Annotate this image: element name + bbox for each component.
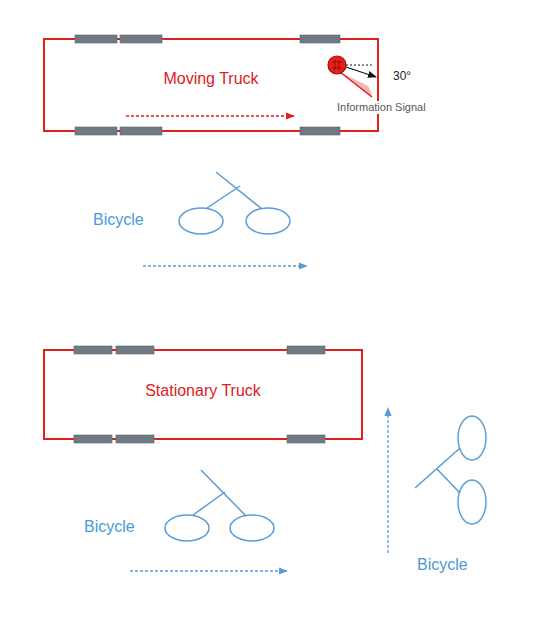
reference-line (346, 65, 372, 66)
truck-name: Stationary Truck (145, 382, 261, 400)
truck-wheel (287, 435, 325, 443)
truck-wheel (120, 127, 162, 135)
bicycle-frame (207, 186, 240, 208)
bicycle-wheel (165, 515, 209, 541)
motion-arrow (126, 115, 294, 116)
signal-light (328, 56, 346, 74)
signal-light-grid (332, 60, 342, 70)
bicycle-wheel (230, 515, 274, 541)
truck-wheel (300, 127, 340, 135)
signal-beam (340, 72, 372, 97)
bicycle-frame (437, 469, 460, 493)
angle-arrow (346, 67, 376, 77)
truck-wheel (75, 35, 117, 43)
bicycle-frame (216, 172, 262, 209)
signal-label: Information Signal (336, 101, 427, 114)
bicycle-wheel (246, 208, 290, 234)
truck-wheel (287, 346, 325, 354)
bicycle-label: Bicycle (92, 211, 145, 229)
motion-arrow (130, 570, 287, 571)
motion-arrow (387, 408, 388, 553)
bicycle-wheel (458, 480, 486, 524)
truck-wheel (116, 435, 154, 443)
truck-wheel (75, 127, 117, 135)
truck-wheel (116, 346, 154, 354)
signal-ray (340, 72, 372, 97)
bicycle-wheel (179, 208, 223, 234)
bicycle-frame (415, 448, 460, 488)
bicycle-wheel (458, 416, 486, 460)
truck-wheel (74, 346, 112, 354)
truck-name: Moving Truck (163, 70, 258, 88)
truck-wheel (300, 35, 340, 43)
bicycle-frame (193, 492, 225, 515)
truck-wheel (120, 35, 162, 43)
truck-box: Stationary Truck (43, 349, 363, 440)
motion-arrow (143, 265, 307, 266)
angle-label: 30° (392, 70, 412, 84)
truck-box: Moving Truck (43, 38, 379, 132)
truck-wheel (74, 435, 112, 443)
bicycle-label: Bicycle (416, 556, 469, 574)
bicycle-label: Bicycle (83, 518, 136, 536)
